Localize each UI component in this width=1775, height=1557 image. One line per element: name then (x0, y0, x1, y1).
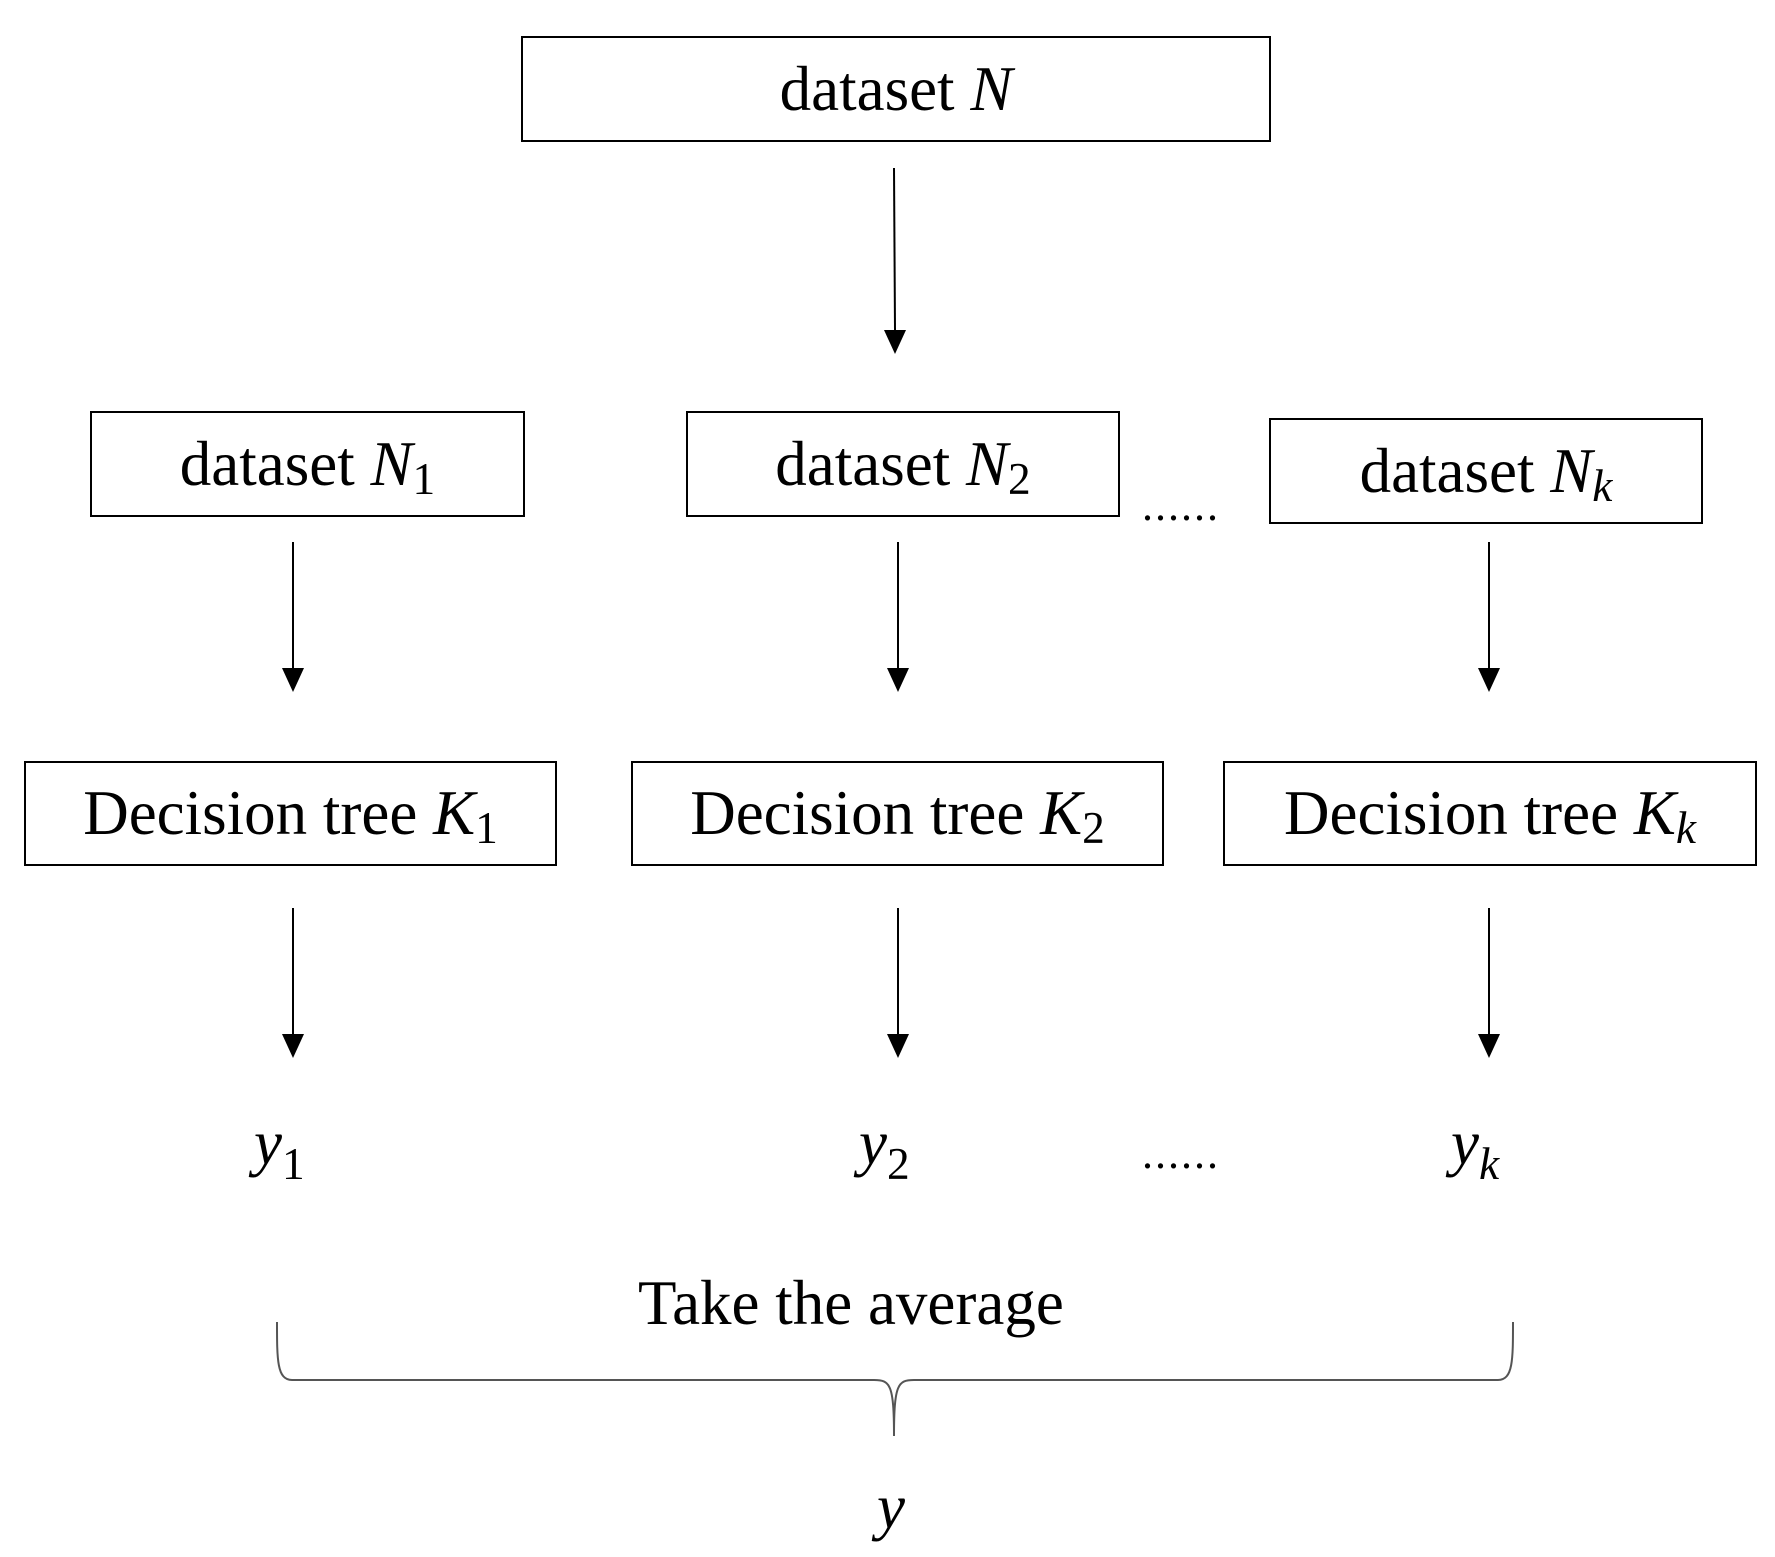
dataset-1-var: N (370, 428, 413, 499)
output-1: y1 (254, 1112, 305, 1187)
output-1-var: y (254, 1108, 282, 1178)
dataset-1-subscript: 1 (412, 453, 436, 504)
dataset-2-var: N (965, 428, 1008, 499)
tree-1-var: K (433, 778, 476, 848)
output-2: y2 (859, 1112, 910, 1187)
dataset-box-root: dataset N (521, 36, 1271, 142)
arrow-tree-2-to-output-2 (887, 908, 909, 1058)
dataset-2-word: dataset (775, 428, 951, 499)
tree-k-var: K (1633, 778, 1676, 848)
arrow-tree-k-to-output-k (1478, 908, 1500, 1058)
tree-1-subscript: 1 (475, 803, 498, 853)
output-2-subscript: 2 (886, 1138, 910, 1189)
tree-2-word: Decision tree (690, 778, 1025, 848)
dataset-2-subscript: 2 (1008, 453, 1031, 504)
tree-k-subscript: k (1675, 803, 1697, 853)
dataset-1-word: dataset (179, 428, 355, 499)
output-k-subscript: k (1478, 1138, 1500, 1189)
aggregation-brace (276, 1321, 1514, 1437)
dataset-root-word: dataset (779, 53, 955, 124)
output-k-var: y (1451, 1108, 1479, 1178)
arrow-top-to-datasets (884, 167, 906, 354)
tree-k-word: Decision tree (1283, 778, 1619, 848)
tree-2-var: K (1040, 778, 1083, 848)
aggregate-label: Take the average (638, 1268, 1064, 1338)
final-output: y (877, 1472, 905, 1542)
output-ellipsis: ...... (1142, 1129, 1220, 1178)
dataset-k-word: dataset (1359, 435, 1535, 506)
arrow-dataset-1-to-tree-1 (282, 542, 304, 692)
arrow-dataset-2-to-tree-2 (887, 542, 909, 692)
dataset-k-var: N (1550, 435, 1593, 506)
output-2-var: y (859, 1108, 887, 1178)
dataset-root-var: N (970, 53, 1013, 124)
tree-1-word: Decision tree (83, 778, 418, 848)
arrow-dataset-k-to-tree-k (1478, 542, 1500, 692)
tree-2-subscript: 2 (1082, 803, 1105, 853)
output-1-subscript: 1 (281, 1138, 305, 1189)
dataset-k-subscript: k (1592, 460, 1613, 511)
arrow-tree-1-to-output-1 (282, 908, 304, 1058)
dataset-ellipsis: ...... (1142, 481, 1220, 530)
output-k: yk (1451, 1112, 1499, 1187)
